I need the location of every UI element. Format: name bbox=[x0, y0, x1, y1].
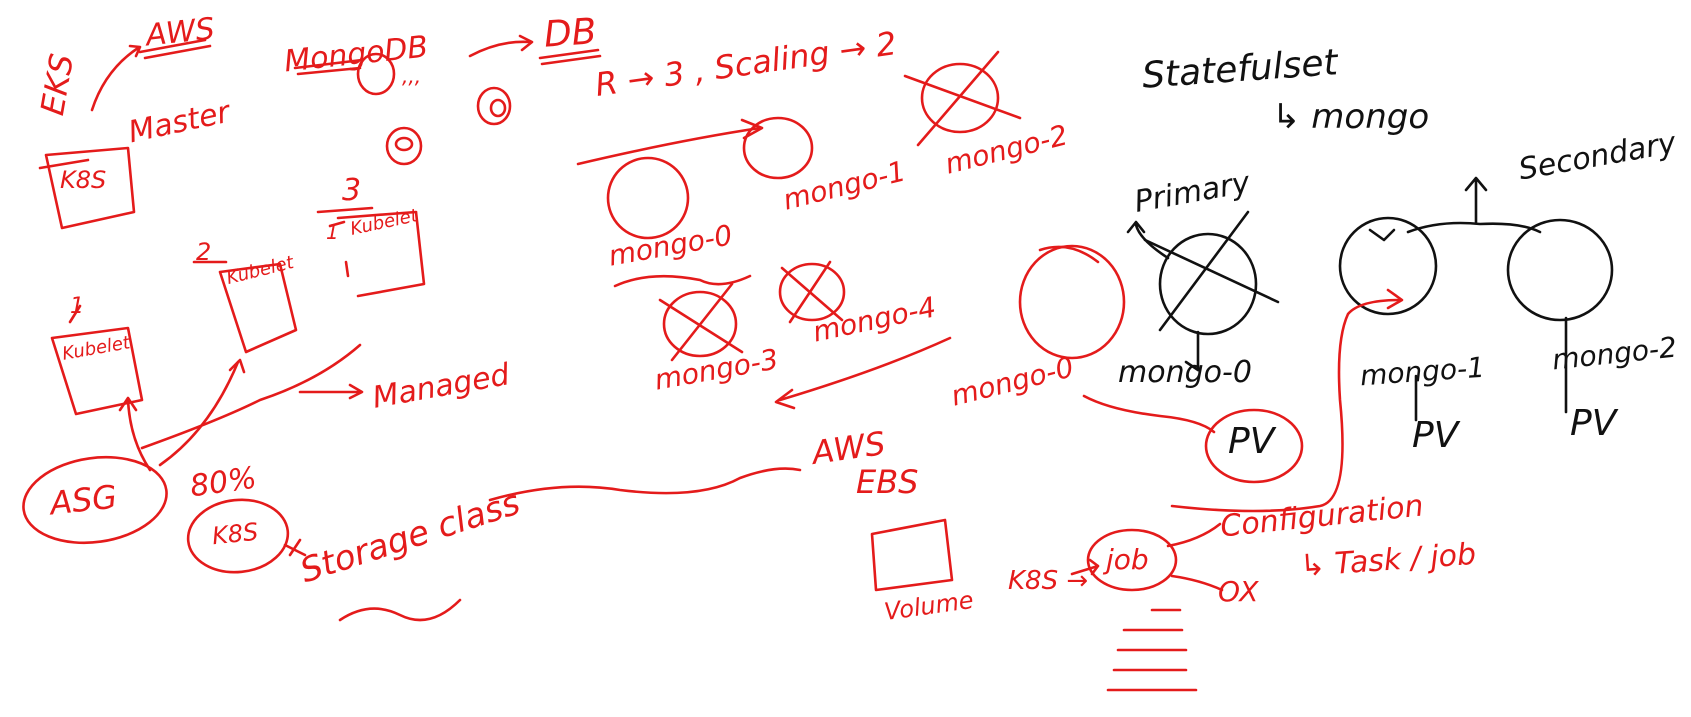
asg-circle bbox=[22, 455, 168, 545]
dots-label: ,,, bbox=[402, 64, 422, 88]
line-job-ox bbox=[1170, 574, 1224, 592]
mongo-1-circle bbox=[742, 116, 814, 180]
line-job-config bbox=[1166, 522, 1222, 548]
arrow-head bbox=[1386, 288, 1404, 310]
aws-underline bbox=[138, 38, 212, 60]
pv-3-label: PV bbox=[1570, 403, 1617, 444]
primary-circle bbox=[1158, 232, 1258, 336]
db-label: DB bbox=[542, 11, 598, 56]
mongo-statefulset-label: ↳ mongo bbox=[1272, 97, 1430, 137]
db-circle-3-inner bbox=[394, 136, 414, 152]
squiggle-under-storage bbox=[338, 598, 462, 622]
arrow-k8s-storage bbox=[283, 538, 307, 557]
aws-label: AWS bbox=[144, 11, 217, 54]
k8s-master-label: K8S bbox=[60, 166, 107, 194]
curve-managed bbox=[140, 343, 362, 450]
ebs-volume-box bbox=[870, 518, 954, 592]
db-circle-3 bbox=[385, 126, 423, 166]
mongo-0-black-label: mongo-0 bbox=[1118, 355, 1252, 390]
mongo-1-tick bbox=[1368, 228, 1396, 242]
mongo-2-circle bbox=[920, 62, 1000, 134]
db-circle-1 bbox=[356, 52, 396, 96]
arrow-eks-aws bbox=[90, 46, 140, 112]
job-circle bbox=[1086, 528, 1178, 592]
arrow-managed bbox=[298, 383, 364, 400]
pv-red-circle bbox=[1204, 408, 1304, 484]
arrow-head bbox=[774, 388, 796, 410]
num-3-label: 3 bbox=[342, 173, 362, 208]
arrow-k8s-job bbox=[1070, 558, 1100, 576]
arrow-head bbox=[740, 118, 764, 140]
mongo-0-circle bbox=[606, 156, 690, 240]
k8s-bottom-circle bbox=[186, 498, 290, 574]
stack-lines bbox=[1106, 608, 1198, 692]
mongodb-underline bbox=[293, 58, 364, 76]
ox-label: OX bbox=[1218, 575, 1259, 608]
arrow-asg-kubelet1 bbox=[126, 398, 152, 472]
mongo-3-circle bbox=[662, 290, 738, 358]
asg-label: ASG bbox=[48, 477, 119, 523]
arrow-head bbox=[128, 44, 142, 58]
eks-label: EKS bbox=[33, 50, 82, 119]
k8s-job-arrow-label: K8S → bbox=[1008, 566, 1089, 596]
arrow-asg-kubelet2 bbox=[158, 360, 240, 467]
pv-2-label: PV bbox=[1412, 415, 1459, 456]
db-underline bbox=[538, 48, 602, 66]
arrow-scale-down bbox=[778, 336, 952, 402]
mongo-4-cross bbox=[780, 260, 844, 324]
aws-ebs-ebs-label: EBS bbox=[856, 463, 919, 501]
primary-cross bbox=[1143, 210, 1280, 332]
num-1b-label: 1 bbox=[326, 220, 339, 244]
num-3-underline bbox=[316, 206, 374, 214]
job-label: job bbox=[1106, 543, 1149, 576]
primary-stem bbox=[1184, 330, 1200, 372]
arrow-head bbox=[518, 34, 534, 52]
kubelet-box-2 bbox=[218, 262, 298, 354]
arrow-head bbox=[228, 358, 246, 374]
kubelet-box-1 bbox=[50, 326, 144, 416]
db-circle-2 bbox=[476, 86, 512, 126]
mongo-2-cross bbox=[903, 50, 1022, 147]
num-1-tick bbox=[68, 304, 82, 324]
kubelet-box-3 bbox=[336, 210, 426, 298]
line-mongo0-pv bbox=[1082, 394, 1216, 434]
arrow-scale-line bbox=[576, 126, 762, 166]
mongo-3-cross bbox=[658, 282, 744, 362]
k8s-bottom-label: K8S bbox=[210, 517, 260, 551]
pv-1-label: PV bbox=[1228, 421, 1275, 462]
mongo-4-circle bbox=[778, 262, 846, 322]
kubelet-box-3-edge bbox=[328, 220, 350, 278]
arrow-db bbox=[468, 40, 532, 58]
line-pv-mongo1 bbox=[1170, 298, 1402, 513]
num-2-label: 2 bbox=[196, 238, 212, 266]
mongo-0-red-tick bbox=[1038, 245, 1100, 264]
squiggle-mongo-0 bbox=[613, 274, 752, 288]
percent-label: 80% bbox=[187, 460, 259, 505]
mongo-1-circle-black bbox=[1338, 216, 1438, 316]
arrow-primary bbox=[1126, 220, 1170, 260]
mongo-1-black-label: mongo-1 bbox=[1358, 350, 1486, 393]
arrow-secondary bbox=[1464, 176, 1488, 224]
bracket-secondary bbox=[1406, 221, 1542, 234]
mongo-2-circle-black bbox=[1506, 218, 1614, 322]
line-storage-ebs bbox=[488, 467, 802, 502]
num-1-label: 1 bbox=[70, 294, 84, 319]
mongo-0-red-circle bbox=[1018, 244, 1126, 360]
k8s-master-box bbox=[44, 146, 136, 230]
db-circle-2-inner bbox=[489, 98, 507, 118]
arrow-head bbox=[118, 396, 138, 412]
